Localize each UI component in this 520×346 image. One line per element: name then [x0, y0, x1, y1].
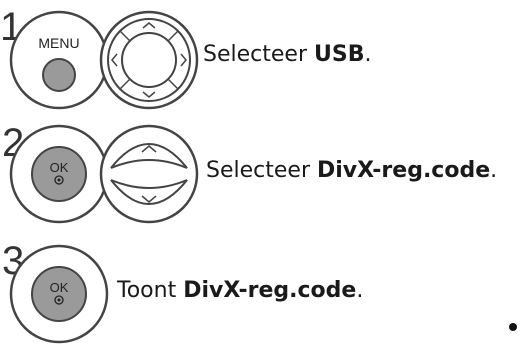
instruction-keyword: DivX-reg.code — [183, 278, 357, 303]
instruction-keyword: USB — [313, 42, 365, 67]
menu-button-label: MENU — [38, 35, 79, 51]
arrow-left-icon — [111, 53, 118, 67]
step-1-graphic: 1 MENU — [0, 5, 199, 110]
instruction-suffix: . — [364, 42, 372, 67]
up-down-arrow-pad-icon[interactable] — [99, 124, 199, 224]
ok-button-label: OK — [50, 280, 69, 295]
instruction-suffix: . — [356, 278, 364, 303]
instruction-keyword: DivX-reg.code — [316, 158, 491, 183]
four-way-arrow-pad-icon[interactable] — [99, 10, 199, 110]
step-3-instruction: Toont DivX-reg.code. — [117, 280, 363, 302]
ok-button[interactable] — [31, 266, 87, 322]
arrow-down-icon — [142, 91, 156, 98]
ok-button[interactable] — [31, 146, 87, 202]
step-2-instruction: Selecteer DivX-reg.code. — [206, 160, 497, 182]
menu-button[interactable] — [42, 58, 76, 92]
step-2: 2 OK Selecteer DivX-reg.code. — [0, 118, 520, 228]
step-3: 3 OK Toont DivX-reg.code. — [0, 238, 520, 346]
bullet-dot — [509, 323, 517, 331]
instruction-prefix: Selecteer — [203, 42, 314, 67]
step-1-instruction: Selecteer USB. — [203, 44, 371, 66]
instruction-suffix: . — [490, 158, 498, 183]
ok-dot-icon — [54, 175, 64, 185]
arrow-right-icon — [180, 53, 187, 67]
ok-dot-icon — [54, 295, 64, 305]
step-2-graphic: 2 OK — [2, 121, 199, 224]
arrow-up-icon — [141, 145, 157, 153]
arrow-down-icon — [141, 195, 157, 203]
step-1: 1 MENU Selecteer USB. — [0, 0, 520, 110]
ok-button-label: OK — [50, 160, 69, 175]
step-3-graphic: 3 OK — [2, 239, 109, 344]
arrow-up-icon — [142, 22, 156, 29]
instruction-prefix: Toont — [117, 278, 184, 303]
instruction-prefix: Selecteer — [206, 158, 317, 183]
